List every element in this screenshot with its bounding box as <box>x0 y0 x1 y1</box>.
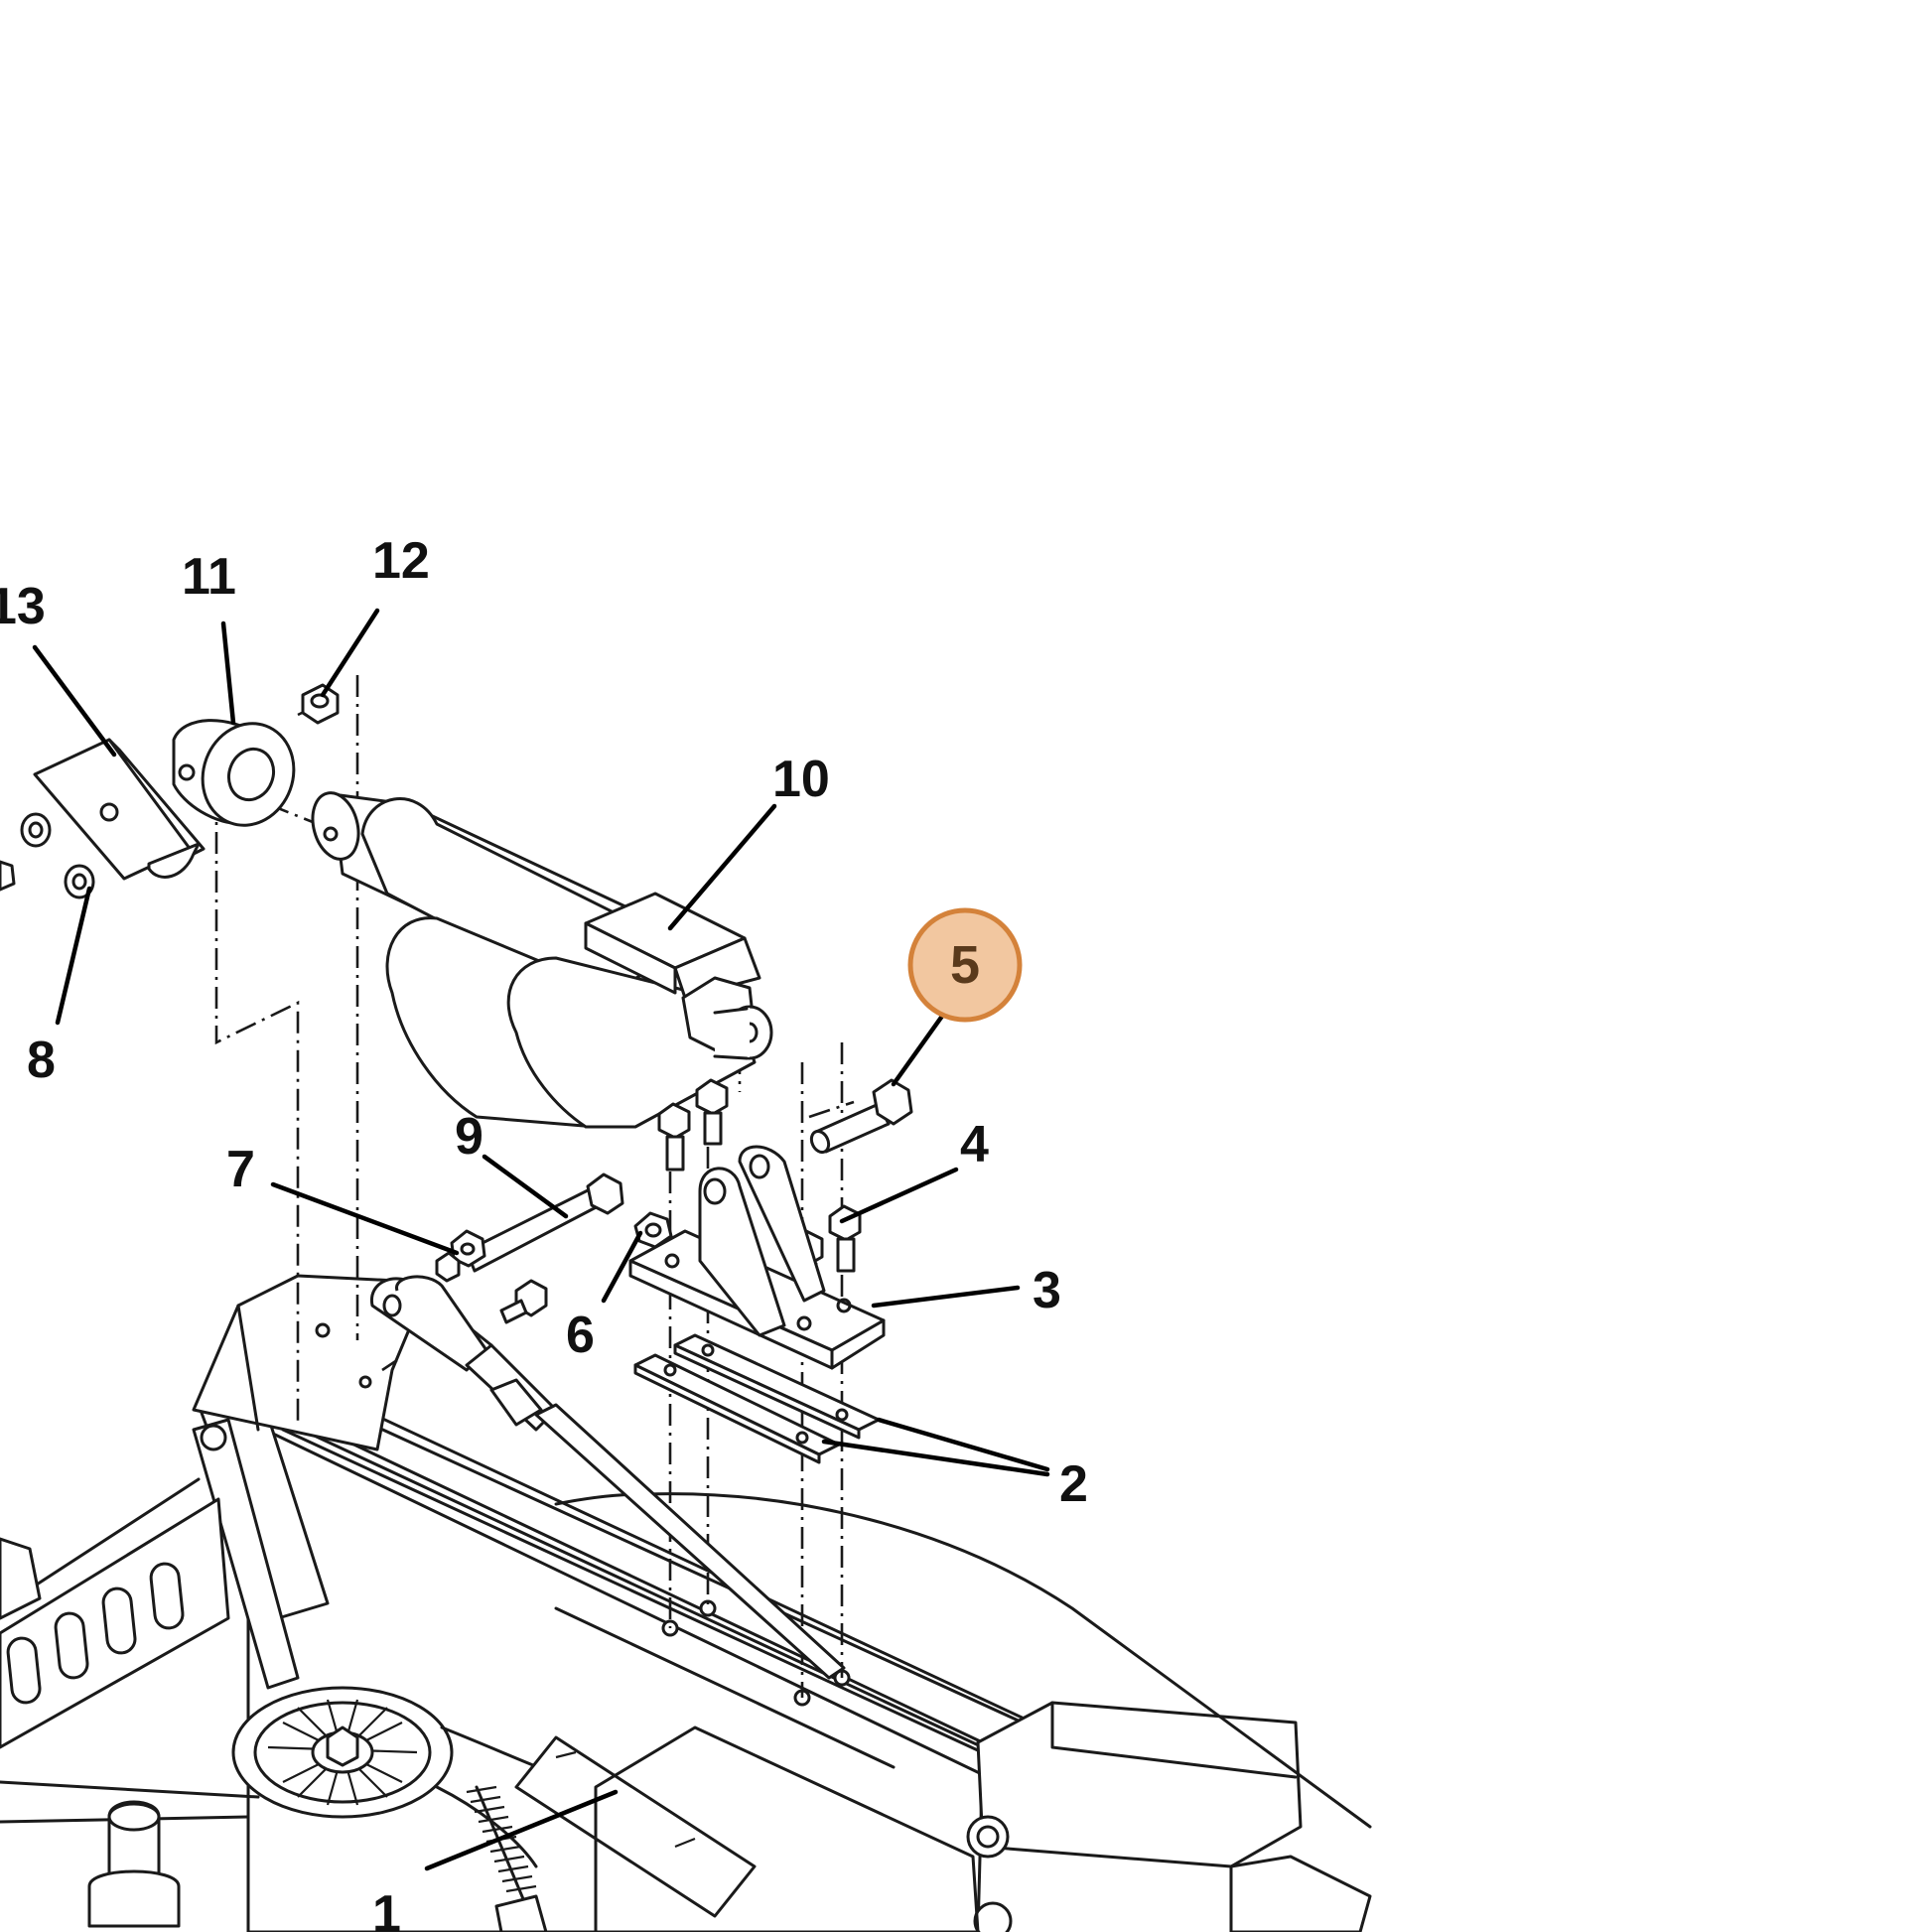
mounting-bolts <box>657 1078 862 1298</box>
callout-4: 4 <box>960 1116 989 1173</box>
part-6-nut <box>633 1211 673 1249</box>
part-8-nuts <box>0 812 95 899</box>
highlighted-callout-5: 5 <box>907 907 1023 1023</box>
callout-7: 7 <box>226 1141 255 1198</box>
callout-5: 5 <box>950 935 980 995</box>
pulley <box>231 1686 454 1819</box>
callout-6: 6 <box>566 1307 595 1364</box>
callout-11: 11 <box>182 548 236 606</box>
part-13-bracket <box>33 738 206 881</box>
rod-end-link <box>370 1275 846 1680</box>
callout-1: 1 <box>372 1885 401 1932</box>
part-11-bushing <box>172 719 296 827</box>
part-9-bolt <box>465 1173 624 1273</box>
part-3-clevis-bracket <box>628 1145 886 1370</box>
callout-12: 12 <box>372 532 430 590</box>
callout-3: 3 <box>1033 1262 1061 1319</box>
callout-labels: 1 2 3 4 6 7 8 9 10 11 12 13 <box>0 532 1088 1932</box>
part-2-shims <box>633 1333 881 1464</box>
part-7-nut <box>435 1229 486 1283</box>
part-5-pin <box>809 1078 913 1155</box>
highlight-circle <box>907 907 1023 1023</box>
callout-9: 9 <box>455 1108 483 1166</box>
part-12-nut <box>301 683 340 725</box>
callout-2: 2 <box>1059 1455 1088 1513</box>
part-10-actuator <box>311 791 773 1129</box>
spring <box>466 1785 548 1932</box>
callout-10: 10 <box>772 751 830 808</box>
callout-13: 13 <box>0 578 46 635</box>
leader-lines <box>32 608 1050 1871</box>
callout-8: 8 <box>27 1032 56 1089</box>
